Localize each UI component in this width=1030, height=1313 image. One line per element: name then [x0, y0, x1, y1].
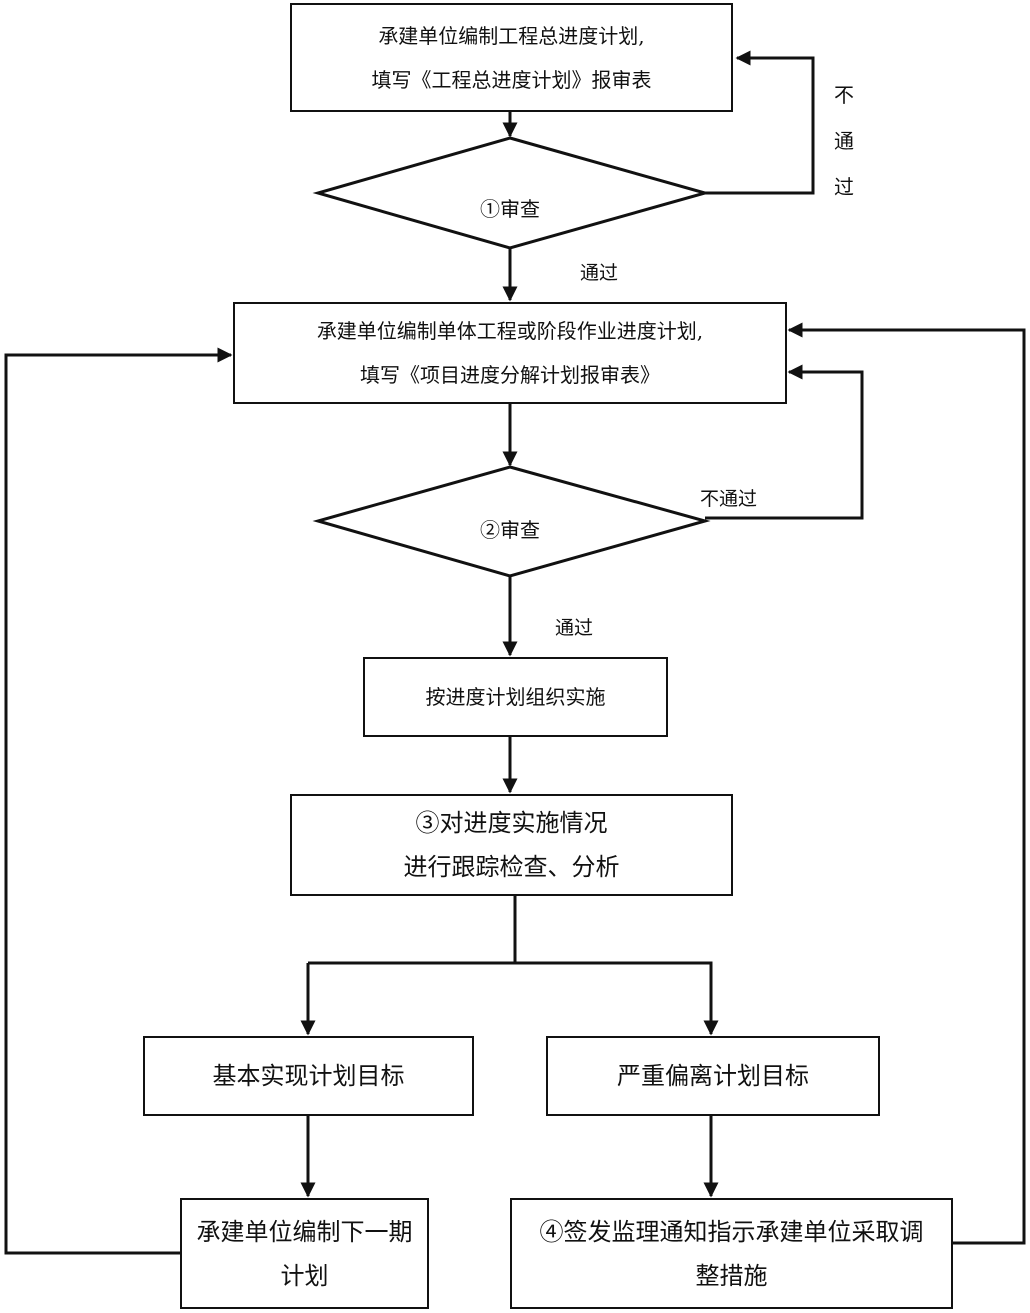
node-total-schedule-plan: 承建单位编制工程总进度计划, 填写《工程总进度计划》报审表 [290, 3, 733, 112]
node-next-period-plan: 承建单位编制下一期 计划 [180, 1198, 429, 1309]
edge-d2-pass-label: 通过 [555, 617, 594, 639]
edge-n4-split [308, 896, 517, 965]
edge-n8-loop-right [787, 322, 1026, 1245]
review-2-label: ②审查 [480, 518, 540, 542]
edge-d1-fail-char-3: 过 [834, 175, 854, 199]
edge-d2-fail-label: 不通过 [700, 488, 758, 510]
node-track-check-analysis-line1: ③对进度实施情况 [415, 809, 608, 837]
node-phase-schedule-plan-line2: 填写《项目进度分解计划报审表》 [360, 363, 660, 387]
edge-d1-fail-loop [705, 50, 815, 195]
edge-split-to-n6 [515, 961, 719, 1036]
node-next-period-plan-line2: 计划 [280, 1261, 329, 1290]
node-implement-plan: 按进度计划组织实施 [363, 657, 668, 737]
edge-d1-fail-label: 不 通 过 [832, 72, 856, 210]
node-track-check-analysis: ③对进度实施情况 进行跟踪检查、分析 [290, 794, 733, 896]
node-target-deviated: 严重偏离计划目标 [546, 1036, 880, 1116]
edge-d1-fail-char-2: 通 [834, 129, 854, 153]
node-issue-supervision-notice-line2: 整措施 [695, 1261, 768, 1290]
edge-n7-loop-left [4, 347, 233, 1255]
edge-d1-fail-char-1: 不 [834, 83, 854, 107]
node-phase-schedule-plan-line1: 承建单位编制单体工程或阶段作业进度计划, [316, 319, 704, 343]
review-1-label: ①审查 [480, 197, 540, 221]
node-target-achieved: 基本实现计划目标 [143, 1036, 474, 1116]
edge-d1-pass-label: 通过 [580, 262, 619, 284]
node-target-deviated-line1: 严重偏离计划目标 [617, 1062, 809, 1090]
node-phase-schedule-plan: 承建单位编制单体工程或阶段作业进度计划, 填写《项目进度分解计划报审表》 [233, 302, 787, 404]
node-implement-plan-line1: 按进度计划组织实施 [425, 685, 606, 709]
node-next-period-plan-line1: 承建单位编制下一期 [196, 1217, 413, 1246]
node-total-schedule-plan-line1: 承建单位编制工程总进度计划, [378, 23, 645, 48]
node-target-achieved-line1: 基本实现计划目标 [212, 1062, 405, 1090]
node-issue-supervision-notice-line1: ④签发监理通知指示承建单位采取调 [539, 1217, 924, 1246]
node-issue-supervision-notice: ④签发监理通知指示承建单位采取调 整措施 [510, 1198, 953, 1309]
node-track-check-analysis-line2: 进行跟踪检查、分析 [403, 853, 620, 881]
edge-d2-fail-loop [705, 364, 864, 520]
node-total-schedule-plan-line2: 填写《工程总进度计划》报审表 [371, 67, 652, 92]
